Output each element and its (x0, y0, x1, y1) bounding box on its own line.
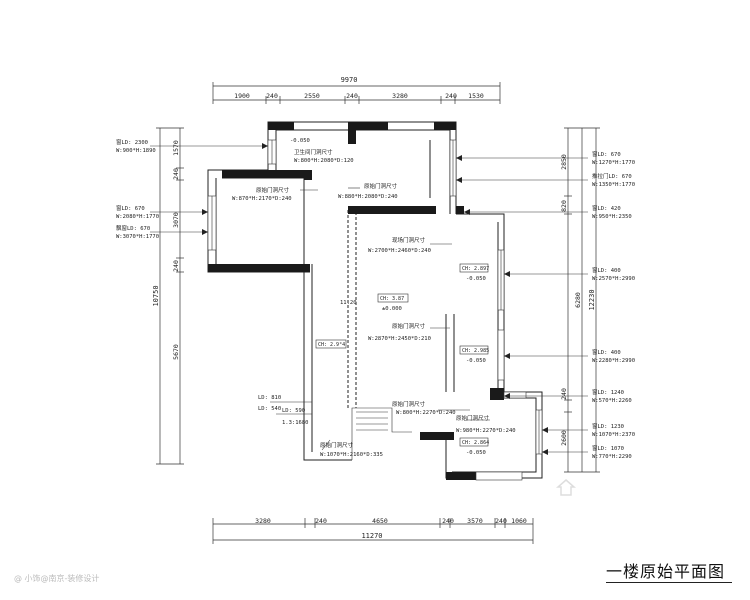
title-block: 一楼原始平面图 (606, 558, 732, 583)
note-right-window-7-b: W:770*H:2290 (592, 454, 632, 460)
note-right-window-5-a: 窗LD: 1240 (592, 388, 624, 396)
top-dim-4: 240 (346, 92, 358, 100)
level-5-tag: CH: 2.864 (462, 440, 489, 446)
note-left-low-2-a: LD: 590 (282, 408, 305, 414)
staircase (351, 407, 412, 460)
door-note-1-b: W:800*H:2080*D:120 (294, 158, 354, 164)
note-right-window-2-a: 窗LD: 420 (592, 204, 621, 212)
bottom-dim-7: 1060 (511, 517, 527, 525)
top-dim-3: 2550 (304, 92, 320, 100)
note-left-window-b-1: 飘窗LD: 670 (116, 224, 150, 232)
bottom-dimensions (212, 518, 534, 544)
note-right-window-6-b: W:1070*H:2370 (592, 432, 635, 438)
note-right-window-4-b: W:2280*H:2990 (592, 358, 635, 364)
note-right-window-6-a: 窗LD: 1230 (592, 422, 624, 430)
arrow-markers (202, 143, 548, 455)
note-right-door-b: W:1350*H:1770 (592, 182, 635, 188)
note-right-door-a: 推拉门LD: 670 (592, 172, 632, 180)
level-4-tag: CH: 2.985 (462, 348, 489, 354)
top-dim-5: 3280 (392, 92, 408, 100)
door-note-7-b: W:980*H:2270*D:240 (456, 428, 516, 434)
bottom-dim-5: 3570 (467, 517, 483, 525)
note-right-window-3-a: 窗LD: 400 (592, 266, 621, 274)
note-right-window-5-b: W:570*H:2260 (592, 398, 632, 404)
door-note-6-a: 原始门洞尺寸 (392, 400, 426, 408)
left-dim-1: 1570 (172, 140, 180, 156)
door-note-3-b: W:880*H:2080*D:240 (338, 194, 398, 200)
note-top-left-window-1: 窗LD: 2300 (116, 138, 148, 146)
door-note-5-b: W:2870*H:2450*D:210 (368, 336, 431, 342)
bottom-dim-2: 240 (315, 517, 327, 525)
door-note-8-a: 原始门洞尺寸 (320, 441, 354, 449)
right-dim-1: 2850 (560, 154, 568, 170)
door-note-6-b: W:800*H:2270*D:240 (396, 410, 456, 416)
note-left-window-a-1: 窗LD: 670 (116, 204, 145, 212)
beam-label: 11.20 (340, 300, 357, 306)
top-total-dim: 9970 (341, 76, 358, 84)
note-left-window-a-2: W:2080*H:1770 (116, 214, 159, 220)
level-2-tag: CH: 2.897 (462, 266, 489, 272)
watermark-text: @ 小饰@南京-装修设计 (14, 574, 100, 583)
top-dim-2: 240 (266, 92, 278, 100)
door-note-2-a: 原始门洞尺寸 (256, 186, 290, 194)
bottom-dim-6: 240 (495, 517, 507, 525)
level-3: ±0.000 (382, 306, 402, 312)
note-left-low-1-b: LD: 540 (258, 406, 281, 412)
page-title: 一楼原始平面图 (606, 562, 726, 581)
bottom-total-dim: 11270 (361, 532, 382, 540)
door-note-1-a: 卫生间门洞尺寸 (294, 148, 333, 156)
left-dim-3: 3070 (172, 212, 180, 228)
right-outer-dim: 12230 (588, 289, 596, 310)
door-note-2-b: W:870*H:2170*D:240 (232, 196, 292, 202)
note-right-window-1-a: 窗LD: 670 (592, 150, 621, 158)
right-dim-4: 2600 (560, 430, 568, 446)
windows (207, 139, 543, 481)
walls-solid (208, 122, 522, 480)
door-note-4-a: 现场门洞尺寸 (392, 236, 426, 244)
left-dimensions (156, 127, 184, 465)
note-left-window-b-2: W:3070*H:1770 (116, 234, 159, 240)
note-right-window-3-b: W:2570*H:2990 (592, 276, 635, 282)
door-note-4-b: W:2700*H:2460*D:240 (368, 248, 431, 254)
top-dimensions (212, 82, 501, 104)
level-3-tag: CH: 3.87 (380, 296, 404, 302)
note-right-window-4-a: 窗LD: 400 (592, 348, 621, 356)
right-mid-dim: 6280 (574, 292, 582, 308)
left-dim-5: 5670 (172, 344, 180, 360)
level-tags (315, 263, 489, 447)
note-right-window-2-b: W:950*H:2350 (592, 214, 632, 220)
top-dim-6: 240 (445, 92, 457, 100)
bottom-dim-3: 4650 (372, 517, 388, 525)
note-right-window-7-a: 窗LD: 1070 (592, 444, 624, 452)
leader-lines (150, 145, 588, 453)
right-dim-3: 240 (560, 388, 568, 400)
right-dim-2: 820 (560, 200, 568, 212)
level-2: -0.050 (466, 276, 486, 282)
right-dimensions (564, 127, 600, 473)
door-note-7-a: 原始门洞尺寸 (456, 414, 490, 422)
door-note-8-b: W:1070*H:2160*D:335 (320, 452, 383, 458)
top-dim-7: 1530 (468, 92, 484, 100)
level-6-tag: CH: 2.9°4 (318, 342, 345, 348)
level-1: -0.050 (290, 138, 310, 144)
level-5: -0.050 (466, 450, 486, 456)
note-top-left-window-2: W:900*H:1890 (116, 148, 156, 154)
level-4: -0.050 (466, 358, 486, 364)
door-note-5-a: 原始门洞尺寸 (392, 322, 426, 330)
bottom-dim-1: 3280 (255, 517, 271, 525)
note-left-low-2-b: 1.3:1680 (282, 420, 309, 426)
top-dim-1: 1900 (234, 92, 250, 100)
left-dim-2: 240 (172, 168, 180, 180)
note-right-window-1-b: W:1270*H:1770 (592, 160, 635, 166)
bottom-dim-4: 240 (442, 517, 454, 525)
left-outer-dim: 10750 (152, 285, 160, 306)
watermark-logo-icon (556, 478, 576, 498)
note-left-low-1-a: LD: 810 (258, 395, 281, 401)
left-dim-4: 240 (172, 260, 180, 272)
door-note-3-a: 原始门洞尺寸 (364, 182, 398, 190)
